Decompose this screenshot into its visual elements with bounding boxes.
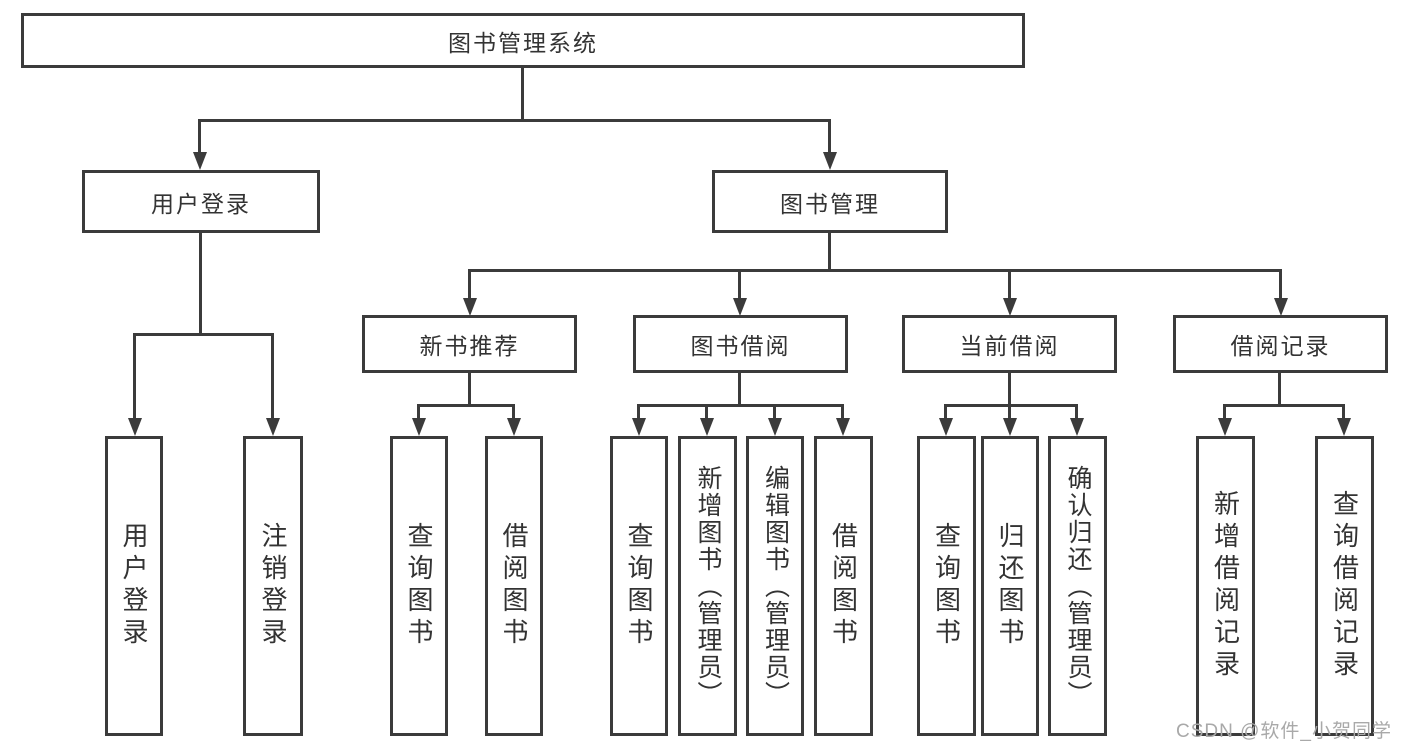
connector-to-leaf-login (133, 333, 136, 419)
arrowhead-bb-query (632, 418, 646, 436)
connector-borrow-record-branch (1223, 404, 1345, 407)
arrowhead-nb-query (412, 418, 426, 436)
connector-to-book-borrow (738, 269, 741, 300)
connector-current-borrow-stem (1008, 373, 1011, 407)
connector-cb-query (944, 404, 947, 420)
arrowhead-to-user-login (193, 152, 207, 170)
arrowhead-to-new-book (463, 298, 477, 316)
arrowhead-to-leaf-login (128, 418, 142, 436)
node-borrow-record: 借阅记录 (1173, 315, 1388, 373)
connector-nb-query (417, 404, 420, 420)
connector-book-mgmt-stem (828, 233, 831, 272)
connector-borrow-record-stem (1278, 373, 1281, 407)
arrowhead-to-borrow-record (1274, 298, 1288, 316)
leaf-br-add-record: 新增借阅记录 (1196, 436, 1255, 736)
leaf-nb-query-book: 查询图书 (390, 436, 448, 736)
arrowhead-bb-edit (768, 418, 782, 436)
connector-user-login-stem (199, 233, 202, 336)
node-user-login: 用户登录 (82, 170, 320, 233)
connector-book-borrow-branch (637, 404, 844, 407)
node-root: 图书管理系统 (21, 13, 1025, 68)
leaf-cb-confirm-return-admin-label: 确认归还（管理员） (1064, 464, 1092, 708)
connector-to-current-borrow (1008, 269, 1011, 300)
connector-cb-return (1008, 404, 1011, 420)
leaf-bb-query-book-label: 查询图书 (624, 522, 654, 650)
connector-user-login-branch (133, 333, 274, 336)
csdn-watermark: CSDN @软件_小贺同学 (1176, 721, 1392, 742)
node-book-borrow: 图书借阅 (633, 315, 848, 373)
connector-bb-query (637, 404, 640, 420)
leaf-bb-add-book-admin-label: 新增图书（管理员） (694, 464, 722, 708)
arrowhead-cb-return (1003, 418, 1017, 436)
arrowhead-to-leaf-logout (266, 418, 280, 436)
connector-br-add (1223, 404, 1226, 420)
connector-bb-borrow (841, 404, 844, 420)
connector-current-borrow-branch (944, 404, 1078, 407)
connector-to-user-login (198, 119, 201, 153)
leaf-nb-borrow-book-label: 借阅图书 (499, 522, 529, 650)
leaf-bb-edit-book-admin: 编辑图书（管理员） (746, 436, 804, 736)
leaf-bb-borrow-book-label: 借阅图书 (828, 522, 859, 650)
leaf-logout: 注销登录 (243, 436, 303, 736)
connector-nb-borrow (512, 404, 515, 420)
arrowhead-to-book-mgmt (823, 152, 837, 170)
leaf-br-query-record-label: 查询借阅记录 (1329, 490, 1360, 682)
connector-root-stem (521, 68, 524, 121)
leaf-logout-label: 注销登录 (258, 522, 288, 650)
leaf-bb-query-book: 查询图书 (610, 436, 668, 736)
node-book-mgmt: 图书管理 (712, 170, 948, 233)
leaf-br-add-record-label: 新增借阅记录 (1210, 490, 1241, 682)
connector-bb-add (705, 404, 708, 420)
connector-to-leaf-logout (271, 333, 274, 419)
connector-cb-confirm (1075, 404, 1078, 420)
leaf-nb-borrow-book: 借阅图书 (485, 436, 543, 736)
arrowhead-bb-borrow (836, 418, 850, 436)
leaf-user-login-label: 用户登录 (119, 522, 149, 650)
leaf-cb-return-book-label: 归还图书 (995, 522, 1025, 650)
arrowhead-to-current-borrow (1003, 298, 1017, 316)
leaf-bb-borrow-book: 借阅图书 (814, 436, 873, 736)
leaf-br-query-record: 查询借阅记录 (1315, 436, 1374, 736)
arrowhead-br-query (1337, 418, 1351, 436)
arrowhead-bb-add (700, 418, 714, 436)
node-current-borrow: 当前借阅 (902, 315, 1117, 373)
leaf-cb-query-book-label: 查询图书 (931, 522, 962, 650)
arrowhead-nb-borrow (507, 418, 521, 436)
arrowhead-cb-query (939, 418, 953, 436)
connector-book-borrow-stem (738, 373, 741, 407)
leaf-cb-confirm-return-admin: 确认归还（管理员） (1048, 436, 1107, 736)
connector-to-borrow-record (1279, 269, 1282, 300)
arrowhead-to-book-borrow (733, 298, 747, 316)
leaf-nb-query-book-label: 查询图书 (404, 522, 434, 650)
leaf-cb-query-book: 查询图书 (917, 436, 976, 736)
connector-new-book-branch (417, 404, 515, 407)
connector-new-book-stem (468, 373, 471, 407)
leaf-bb-edit-book-admin-label: 编辑图书（管理员） (761, 464, 790, 708)
connector-to-new-book (468, 269, 471, 300)
node-new-book-recommend: 新书推荐 (362, 315, 577, 373)
connector-level2-branch (198, 119, 831, 122)
leaf-cb-return-book: 归还图书 (981, 436, 1039, 736)
arrowhead-br-add (1218, 418, 1232, 436)
connector-to-book-mgmt (828, 119, 831, 153)
arrowhead-cb-confirm (1070, 418, 1084, 436)
leaf-user-login: 用户登录 (105, 436, 163, 736)
connector-level3-branch (468, 269, 1282, 272)
connector-bb-edit (773, 404, 776, 420)
leaf-bb-add-book-admin: 新增图书（管理员） (678, 436, 737, 736)
connector-br-query (1342, 404, 1345, 420)
